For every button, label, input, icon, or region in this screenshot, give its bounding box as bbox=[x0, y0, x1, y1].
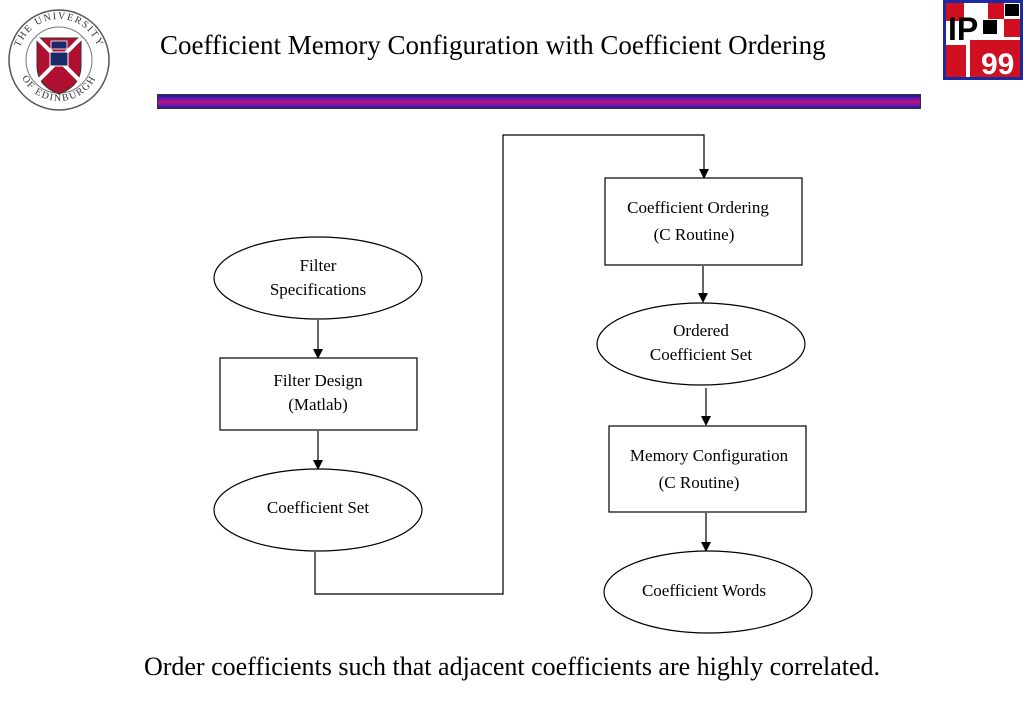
node-coefficient-set: Coefficient Set bbox=[213, 468, 423, 552]
node-memory-configuration: Memory Configuration (C Routine) bbox=[608, 425, 807, 513]
slide-caption: Order coefficients such that adjacent co… bbox=[143, 652, 881, 681]
node-filter-design: Filter Design (Matlab) bbox=[219, 357, 418, 431]
node-ordered-coefficient-set: Ordered Coefficient Set bbox=[596, 302, 806, 386]
node-coefficient-ordering-line2: (C Routine) bbox=[654, 225, 735, 244]
node-filter-design-line1: Filter Design bbox=[273, 371, 363, 390]
node-filter-specifications-line2: Specifications bbox=[270, 280, 366, 299]
node-memory-config-line1: Memory Configuration bbox=[630, 446, 789, 465]
node-ordered-set-line2: Coefficient Set bbox=[650, 345, 752, 364]
node-filter-design-line2: (Matlab) bbox=[288, 395, 347, 414]
connector-set-to-ordering bbox=[314, 134, 709, 595]
node-filter-specifications: Filter Specifications bbox=[213, 236, 423, 320]
ip99-conference-logo: IP 99 bbox=[943, 0, 1023, 80]
svg-text:99: 99 bbox=[981, 48, 1014, 80]
node-memory-config-line2: (C Routine) bbox=[659, 473, 740, 492]
node-coefficient-words-line1: Coefficient Words bbox=[642, 581, 766, 600]
node-coefficient-ordering: Coefficient Ordering (C Routine) bbox=[604, 177, 803, 266]
node-filter-specifications-line1: Filter bbox=[300, 256, 337, 275]
page-title: Coefficient Memory Configuration with Co… bbox=[160, 30, 826, 60]
node-coefficient-ordering-line1: Coefficient Ordering bbox=[627, 198, 769, 217]
node-ordered-set-line1: Ordered bbox=[673, 321, 729, 340]
university-crest-logo: THE UNIVERSITY OF EDINBURGH bbox=[8, 9, 110, 111]
title-underline-bar bbox=[157, 94, 921, 109]
svg-text:IP: IP bbox=[948, 11, 978, 47]
node-coefficient-words: Coefficient Words bbox=[603, 550, 813, 634]
node-coefficient-set-line1: Coefficient Set bbox=[267, 498, 369, 517]
